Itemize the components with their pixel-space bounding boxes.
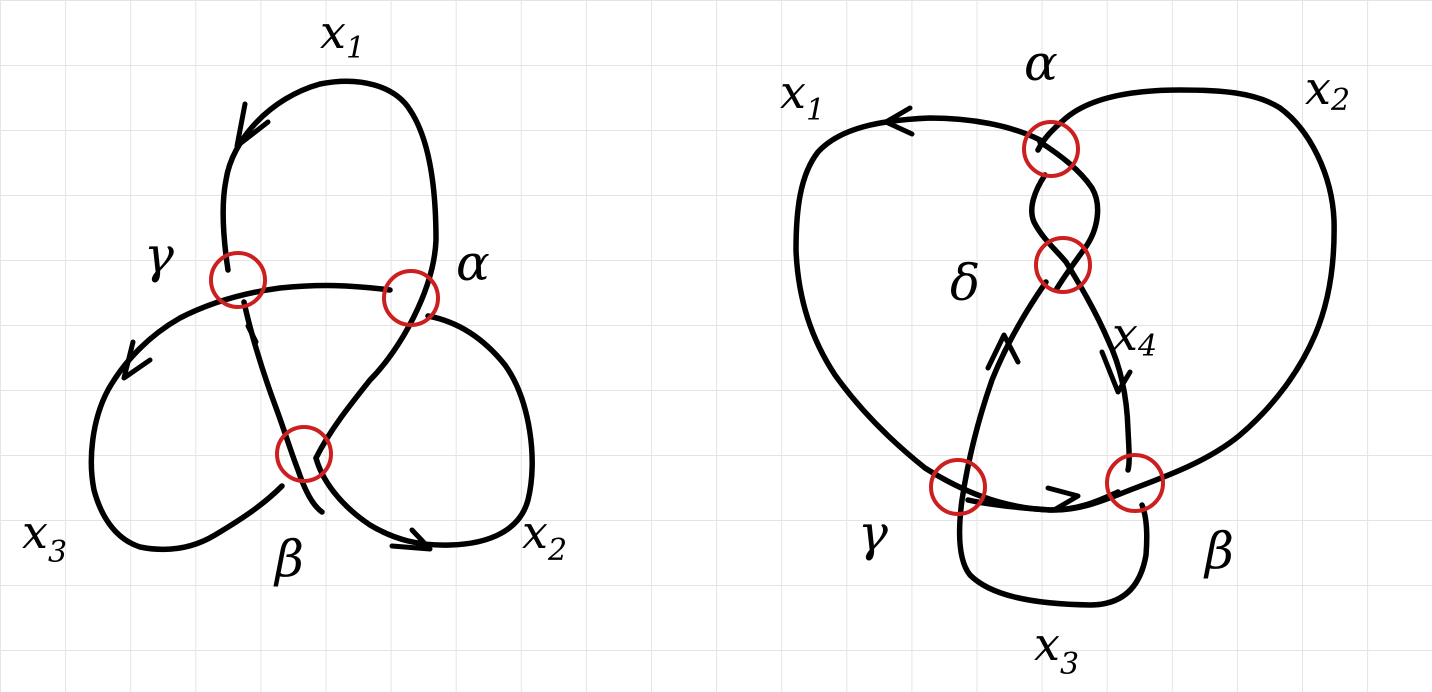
crossing-marker-gamma-left [209,251,267,309]
tick-gamma-strand [245,323,259,345]
arrow-inner-up [985,332,1021,371]
label-alpha-left: α [456,234,490,292]
label-x1-right: x1 [780,65,825,128]
crossing-marker-alpha-left [382,269,440,327]
arrow-x2 [389,527,433,552]
label-x1-left: x1 [320,5,365,66]
crossing-marker-alpha-right [1022,120,1080,178]
label-gamma-left: γ [144,226,174,284]
label-x3-left: x3 [22,505,67,570]
crossing-marker-gamma-right [929,458,987,516]
strand-x4-inner-left [956,279,1150,608]
figure-eight-diagram: x1 α x2 δ x4 γ β x3 [780,34,1350,682]
label-beta-left: β [273,530,304,588]
strand-twist-delta-alpha [1029,172,1132,473]
strand-alpha-to-gamma [88,282,393,553]
arrow-x1 [234,101,271,149]
crossing-marker-delta-right [1034,236,1092,294]
label-x4-right: x4 [1112,307,1157,364]
label-delta-right: δ [950,254,980,312]
label-x3-right: x3 [1034,617,1079,682]
crossing-marker-beta-right [1105,453,1165,513]
label-x2-right: x2 [1305,61,1350,118]
arrow-x3 [121,339,153,381]
strand-gamma-to-beta-bottom [965,489,1121,513]
arrow-x3-right [1045,485,1081,513]
strand-x1-top-lobe [220,78,439,461]
arrow-x4-down [1099,349,1133,395]
label-alpha-right: α [1024,34,1058,92]
strand-x1-outer-loop [793,87,1337,513]
strand-x2-right-lobe [313,313,535,548]
crossing-marker-beta-left [275,425,333,483]
label-beta-right: β [1203,522,1234,580]
arrow-x1-right [883,105,915,137]
trefoil-diagram: x1 γ α x3 β x2 [22,5,567,588]
label-gamma-right: γ [858,504,888,562]
label-x2-left: x2 [522,505,567,568]
